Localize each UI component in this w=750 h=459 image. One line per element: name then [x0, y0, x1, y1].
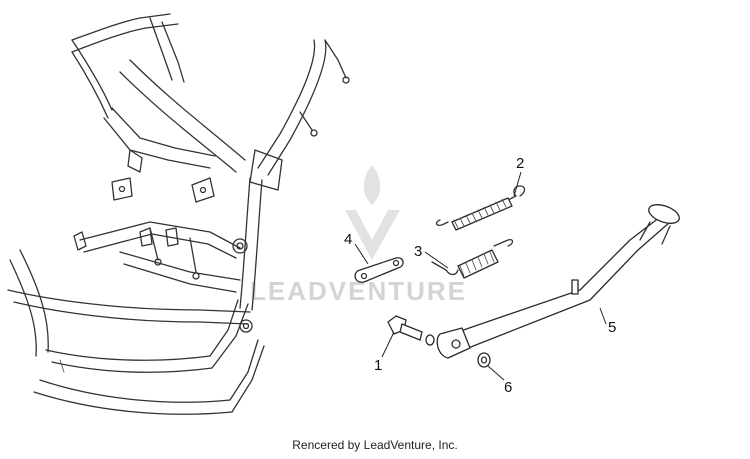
callouts: 1 2 3 4 5 6 [344, 155, 616, 396]
part-1-bolt [387, 315, 435, 346]
callout-5: 5 [608, 319, 616, 336]
callout-3: 3 [414, 243, 422, 260]
frame-drawing [7, 13, 350, 415]
part-5-sidestand [436, 204, 680, 359]
callout-4: 4 [344, 231, 352, 248]
footer-credit: Rencered by LeadVenture, Inc. [292, 438, 458, 452]
callout-6: 6 [504, 379, 512, 396]
leader-lines [354, 171, 607, 381]
leadventure-watermark: LEADVENTURE [250, 165, 465, 306]
part-6-washer [477, 352, 491, 368]
part-2-spring [435, 185, 526, 231]
callout-1: 1 [374, 357, 382, 374]
part-4-plate [354, 257, 404, 283]
part-3-spring [431, 238, 514, 279]
callout-2: 2 [516, 155, 524, 172]
